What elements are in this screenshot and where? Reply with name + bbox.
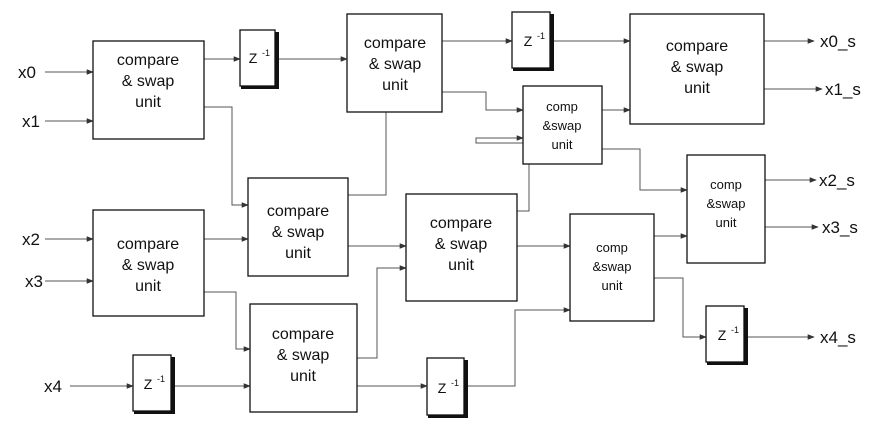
delay-z4: Z -1: [426, 357, 468, 418]
output-label-x3s: x3_s: [822, 218, 858, 237]
wire-cs3-to-cs4: [346, 96, 387, 196]
comp-swap-unit-8: comp &swap unit: [569, 213, 655, 322]
delay-z3: Z -1: [511, 11, 554, 71]
unit-label-line2: & swap: [435, 236, 488, 253]
output-label-x0s: x0_s: [820, 32, 856, 51]
wire-cs1-to-cs3: [204, 106, 249, 208]
delay-base: Z: [718, 327, 727, 343]
delay-base: Z: [144, 376, 153, 392]
unit-label-line2: & swap: [671, 59, 724, 76]
compare-swap-unit-6: compare & swap unit: [249, 303, 358, 413]
unit-label-line3: unit: [285, 245, 311, 262]
delay-exponent: -1: [731, 325, 739, 335]
wire-cs2-to-cs6: [204, 291, 251, 352]
unit-label-line1: comp: [710, 177, 742, 192]
input-label-x0: x0: [18, 63, 36, 82]
wire-cs8-to-z5: [654, 277, 707, 340]
output-label-x2s: x2_s: [819, 171, 855, 190]
unit-label-line3: unit: [382, 77, 408, 94]
unit-label-line1: compare: [666, 38, 728, 55]
wires: [45, 38, 823, 389]
unit-label-line1: compare: [117, 236, 179, 253]
compare-swap-unit-5: compare & swap unit: [405, 193, 518, 302]
delay-base: Z: [249, 50, 258, 66]
delay-z5: Z -1: [705, 305, 748, 365]
delay-exponent: -1: [537, 31, 545, 41]
unit-label-line2: & swap: [272, 224, 325, 241]
wire-cs7-to-cs10: [602, 148, 688, 193]
unit-label-line2: &swap: [592, 259, 631, 274]
wire-cs5-to-cs7: [475, 135, 530, 212]
unit-label-line2: &swap: [542, 118, 581, 133]
compare-swap-unit-1: compare & swap unit: [92, 40, 205, 140]
unit-label-line1: compare: [117, 52, 179, 69]
unit-label-line3: unit: [716, 215, 737, 230]
wire-z4-to-cs8: [466, 307, 571, 387]
delay-base: Z: [438, 380, 447, 396]
comp-swap-unit-7: comp &swap unit: [522, 85, 603, 165]
unit-label-line3: unit: [290, 368, 316, 385]
unit-label-line1: compare: [272, 326, 334, 343]
delay-exponent: -1: [262, 48, 270, 58]
unit-label-line1: comp: [546, 99, 578, 114]
output-label-x4s: x4_s: [820, 328, 856, 347]
input-label-x1: x1: [22, 112, 40, 131]
compare-swap-unit-3: compare & swap unit: [247, 177, 349, 277]
compare-swap-unit-9: compare & swap unit: [629, 13, 765, 125]
unit-label-line2: &swap: [706, 196, 745, 211]
input-label-x2: x2: [22, 230, 40, 249]
unit-label-line1: comp: [596, 240, 628, 255]
unit-label-line2: & swap: [277, 347, 330, 364]
wire-cs4-to-cs7: [442, 91, 524, 113]
input-label-x4: x4: [44, 377, 62, 396]
unit-label-line3: unit: [552, 137, 573, 152]
unit-label-line2: & swap: [122, 73, 175, 90]
unit-label-line3: unit: [135, 278, 161, 295]
delay-base: Z: [524, 33, 533, 49]
unit-label-line3: unit: [448, 257, 474, 274]
compare-swap-unit-2: compare & swap unit: [92, 209, 205, 317]
wire-cs6-to-cs5: [357, 265, 407, 359]
unit-label-line3: unit: [602, 278, 623, 293]
compare-swap-unit-4: compare & swap unit: [346, 13, 443, 113]
input-label-x3: x3: [25, 272, 43, 291]
unit-label-line2: & swap: [369, 56, 422, 73]
delay-exponent: -1: [157, 374, 165, 384]
comp-swap-unit-10: comp &swap unit: [686, 154, 766, 264]
delay-exponent: -1: [451, 378, 459, 388]
unit-label-line3: unit: [135, 94, 161, 111]
unit-label-line2: & swap: [122, 257, 175, 274]
unit-label-line1: compare: [364, 35, 426, 52]
delay-z1: Z -1: [239, 29, 279, 89]
delay-z2: Z -1: [132, 354, 175, 414]
output-label-x1s: x1_s: [825, 80, 861, 99]
unit-label-line3: unit: [684, 80, 710, 97]
unit-label-line1: compare: [430, 215, 492, 232]
unit-label-line1: compare: [267, 203, 329, 220]
